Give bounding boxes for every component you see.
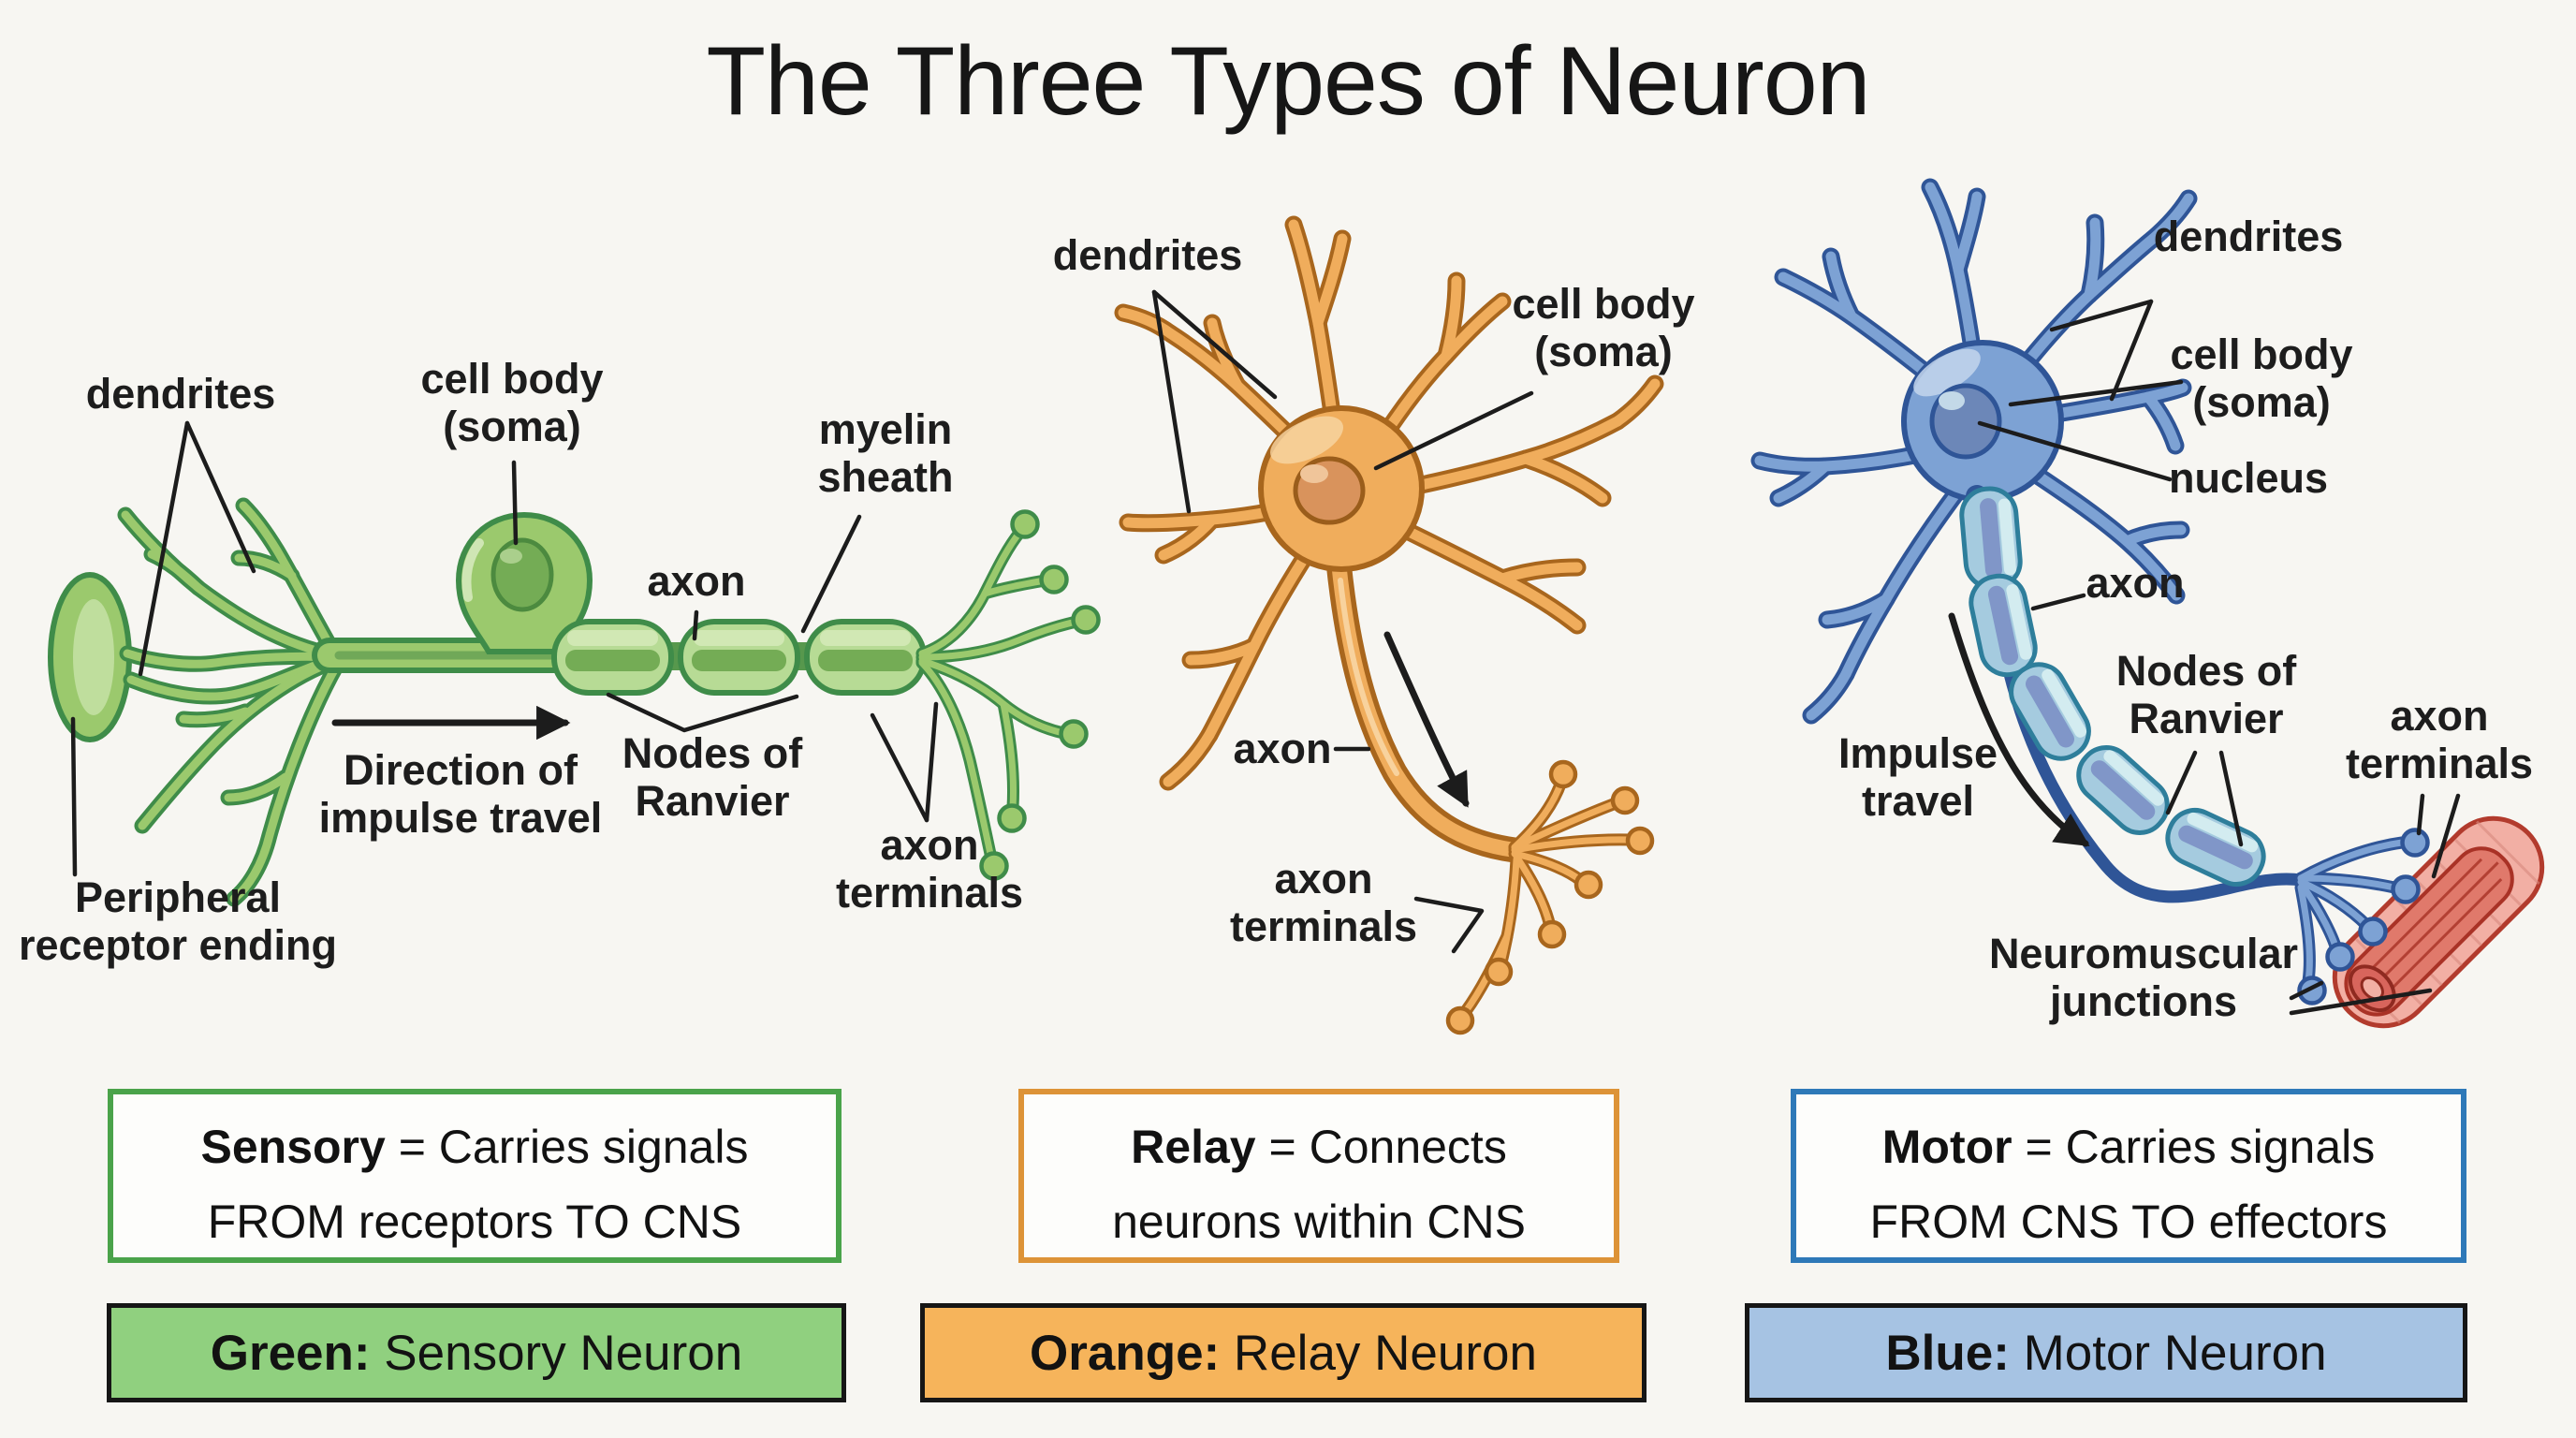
motor-color-key: Blue: Motor Neuron [1745,1303,2467,1402]
relay-definition-line2: neurons within CNS [1112,1196,1526,1248]
relay-definition-line1: Relay = Connects [1131,1121,1507,1173]
sensory-definition-line2: FROM receptors TO CNS [207,1196,742,1248]
sensory-definition-box: Sensory = Carries signals FROM receptors… [108,1089,842,1263]
motor-definition-line1: Motor = Carries signals [1881,1121,2376,1173]
relay-neuron-illustration [1114,215,1664,1035]
sensory-myelin-sheath [551,619,927,696]
receptor-ending-label: Peripheral receptor ending [18,873,338,969]
motor-neuron-illustration [1750,178,2545,1029]
peripheral-receptor-ending [48,572,132,742]
sensory-color-key: Green: Sensory Neuron [107,1303,846,1402]
motor-axon-terminals [2294,828,2430,1005]
relay-cell-body-label: cell body (soma) [1512,280,1695,375]
sensory-dendrites [117,497,345,907]
motor-cell-body [1901,340,2064,503]
impulse-direction-label: Direction of impulse travel [318,746,603,842]
relay-axon-terminals [1445,759,1655,1035]
relay-terminals-label: axon terminals [1229,855,1418,950]
motor-terminals-label: axon terminals [2345,692,2534,787]
motor-definition-box: Motor = Carries signals FROM CNS TO effe… [1791,1089,2466,1263]
sensory-dendrites-label: dendrites [85,370,276,418]
motor-nodes-label: Nodes of Ranvier [2115,647,2297,742]
motor-axon-label: axon [2086,559,2185,607]
relay-impulse-arrow-icon [1383,631,1470,808]
sensory-neuron-illustration [48,497,1101,907]
sensory-axon-terminals [915,509,1101,881]
relay-dendrites-label: dendrites [1052,231,1243,279]
relay-color-key: Orange: Relay Neuron [920,1303,1647,1402]
relay-axon-label: axon [1233,725,1332,772]
motor-cell-body-label: cell body (soma) [2170,330,2353,426]
muscle-fibre [2332,815,2545,1029]
neuromuscular-junctions-label: Neuromuscular junctions [1988,930,2299,1025]
impulse-travel-label: Impulse travel [1837,729,1998,825]
sensory-cell-body [455,511,593,654]
sensory-myelin-label: myelin sheath [817,405,954,501]
relay-cell-body [1258,405,1425,572]
motor-dendrites-label: dendrites [2153,213,2344,260]
motor-nucleus-label: nucleus [2168,454,2329,502]
relay-definition-box: Relay = Connects neurons within CNS [1018,1089,1619,1263]
motor-impulse-arrow-icon [1948,612,2090,847]
sensory-nodes-label: Nodes of Ranvier [622,729,803,825]
page-title: The Three Types of Neuron [706,27,1870,136]
sensory-terminals-label: axon terminals [835,821,1024,917]
sensory-definition-line1: Sensory = Carries signals [200,1121,749,1173]
relay-axon [1325,549,1528,863]
sensory-axon-label: axon [647,557,746,605]
motor-definition-line2: FROM CNS TO effectors [1869,1196,2388,1248]
sensory-cell-body-label: cell body (soma) [420,355,604,450]
impulse-arrows [331,612,2090,847]
sensory-nucleus [490,537,554,612]
leader-lines [70,289,2461,1016]
neuromuscular-junction-bulbs [2297,828,2430,1005]
